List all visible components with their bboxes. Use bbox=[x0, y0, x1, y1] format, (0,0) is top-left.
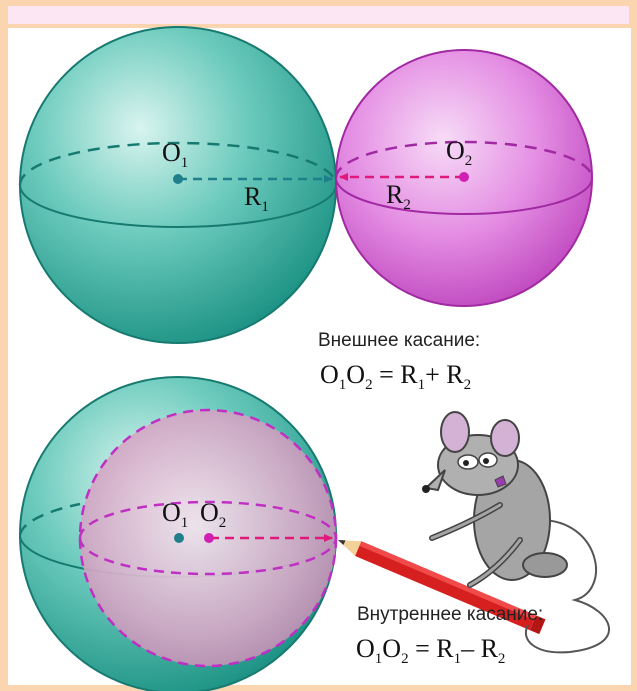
radius-label-r2: R2 bbox=[386, 180, 411, 214]
center-label-o2-bottom: O2 bbox=[200, 498, 227, 532]
radius-1-line bbox=[173, 174, 333, 184]
pencil-icon bbox=[338, 540, 546, 635]
internal-caption: Внутреннее касание: bbox=[357, 604, 544, 625]
big-sphere-top bbox=[18, 26, 338, 344]
center-radius-bottom bbox=[174, 533, 333, 543]
center-label-o1-top: O1 bbox=[162, 138, 189, 172]
internal-formula: O1O2 = R1– R2 bbox=[356, 634, 506, 668]
mouse-icon bbox=[422, 411, 610, 654]
radius-label-r1: R1 bbox=[244, 182, 269, 216]
radius-2-line bbox=[339, 172, 469, 182]
center-label-o1-bottom: O1 bbox=[162, 498, 189, 532]
top-strip bbox=[8, 6, 629, 24]
center-label-o2-top: O2 bbox=[446, 136, 473, 170]
external-caption: Внешнее касание: bbox=[318, 330, 481, 351]
external-formula: O1O2 = R1+ R2 bbox=[320, 360, 472, 394]
